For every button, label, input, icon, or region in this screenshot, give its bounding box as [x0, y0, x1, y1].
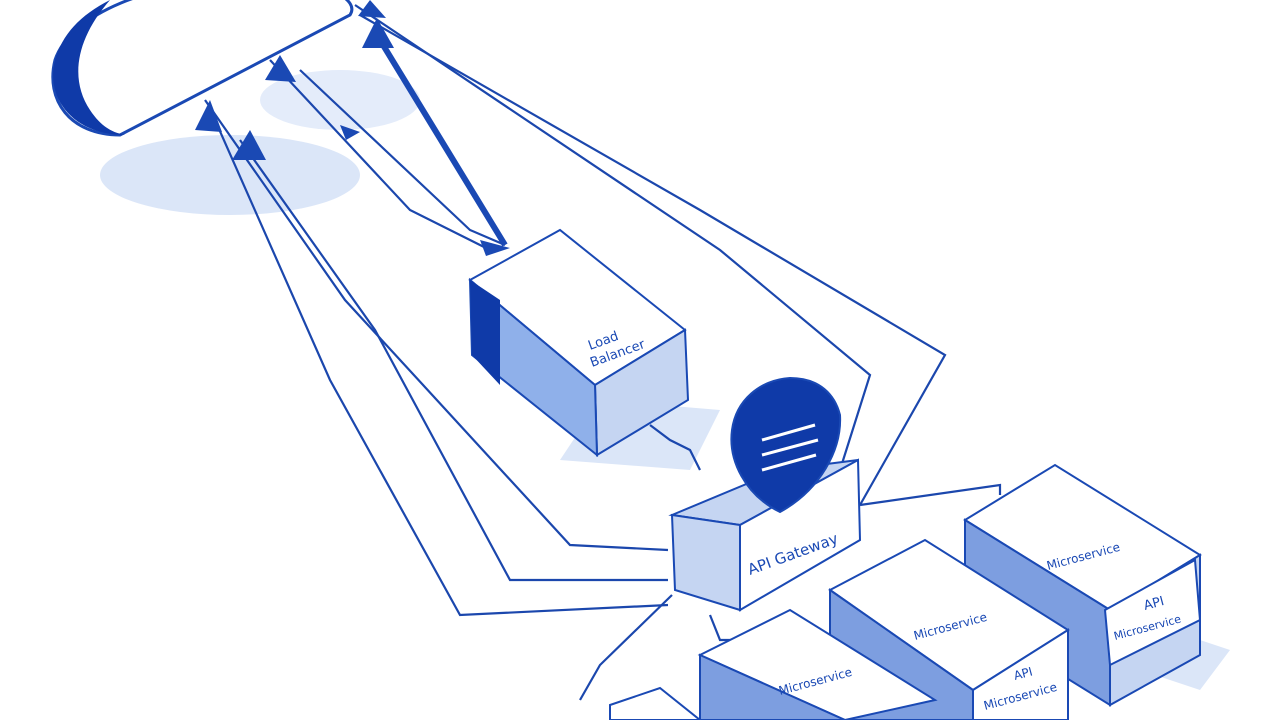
connector-cloud-to-lb-2 [299, 69, 506, 247]
arrowhead-7 [340, 125, 360, 140]
arrowheads [195, 0, 510, 256]
connector-gw-to-ms-bottom [579, 594, 673, 701]
arrowhead-2 [232, 130, 266, 160]
connector-cloud-to-apigw-3 [213, 119, 669, 617]
microservice-3-sublabel1: API [1142, 594, 1166, 614]
connector-cloud-to-apigw-2 [239, 139, 668, 582]
lb-dark-edge [470, 280, 500, 385]
arrowhead-6 [480, 240, 510, 256]
microservice-box-5-partial [609, 686, 703, 721]
arrowhead-1 [195, 100, 222, 132]
connector-cloud-to-lb-1 [269, 59, 491, 251]
connector-cloud-to-ms-mid [354, 4, 872, 471]
shield-icon [730, 376, 842, 514]
load-balancer-box: Load Balancer [468, 228, 690, 458]
arrow-cloud-lb [377, 38, 508, 247]
arrowhead-5 [358, 0, 386, 18]
connection-lines [204, 4, 1002, 701]
microservice-2-sublabel1: API [1012, 664, 1034, 682]
cloud-icon [51, 0, 354, 137]
connector-cloud-to-ms-right [359, 14, 947, 506]
arrowhead-3 [265, 55, 296, 82]
gw-side-face [670, 513, 741, 612]
arrowhead-4 [362, 18, 394, 48]
microservice-box-4: Microservice [697, 608, 938, 722]
connector-cloud-to-apigw-1 [204, 99, 669, 552]
connector-gw-to-ms-right [859, 483, 1002, 507]
connector-lb-to-gw [649, 424, 701, 471]
